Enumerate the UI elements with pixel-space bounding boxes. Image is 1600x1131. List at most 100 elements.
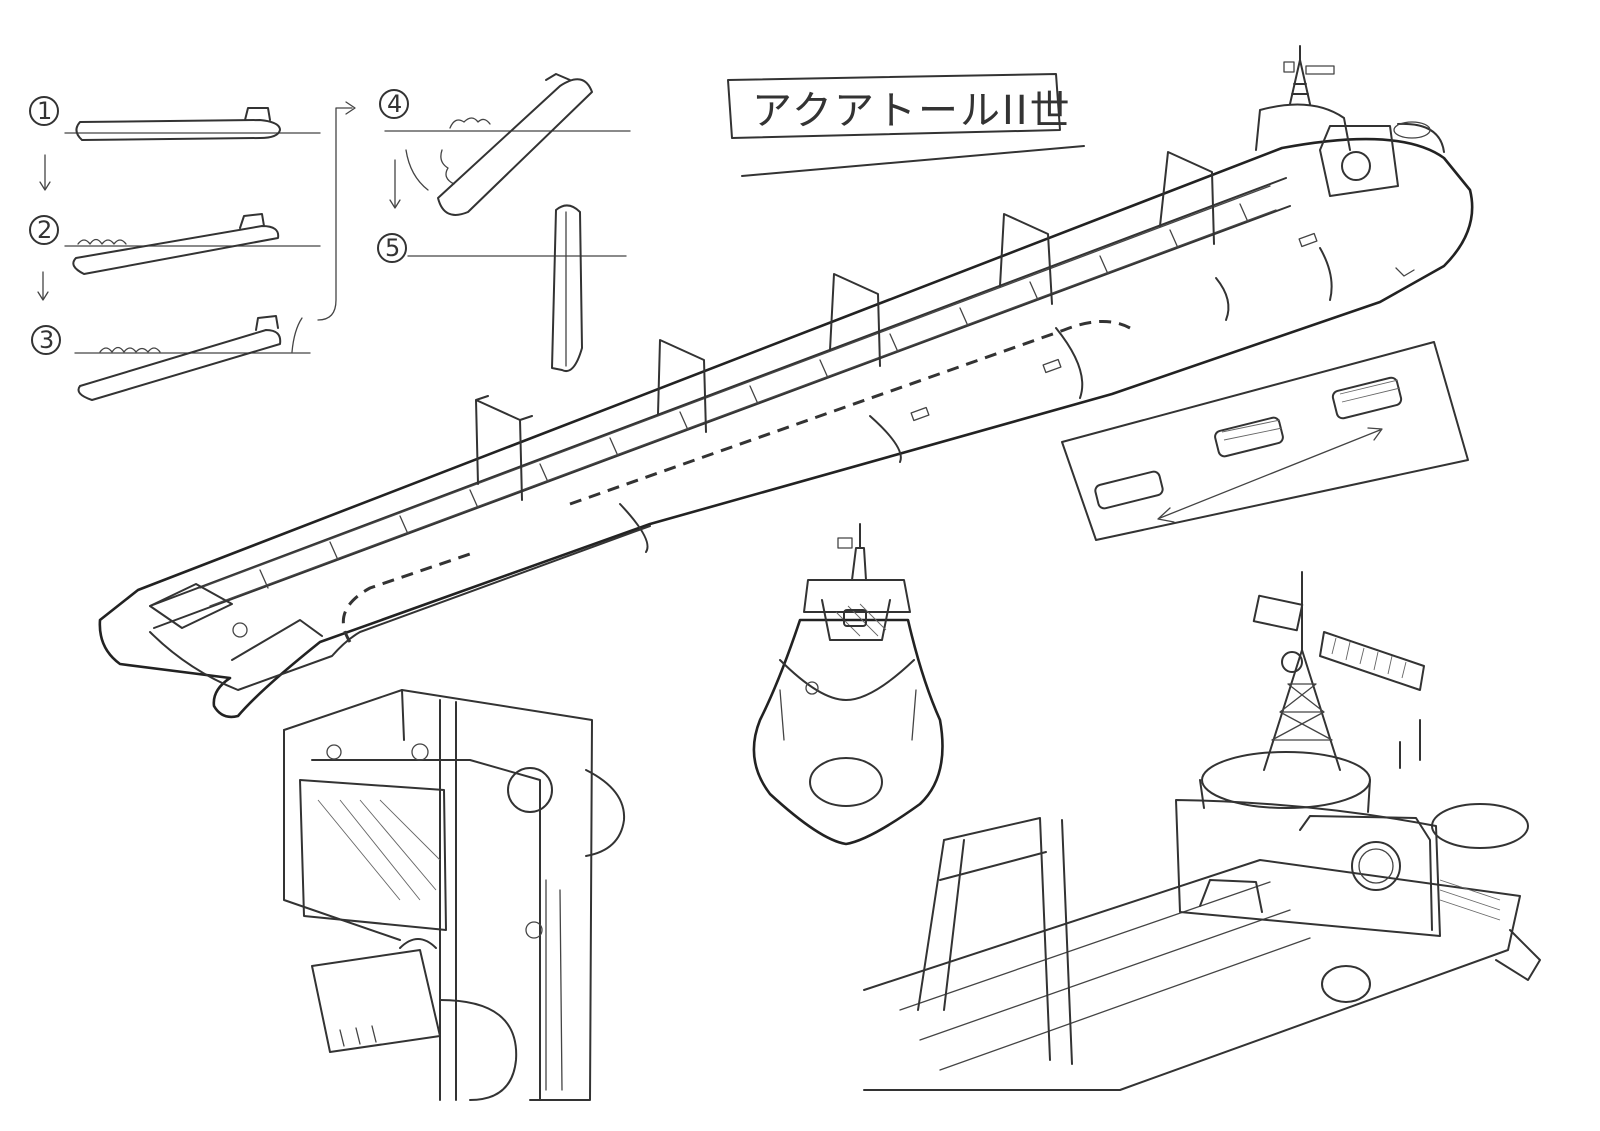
title-text: アクアトールII世 (752, 88, 1072, 134)
hatch-open-icon (1331, 376, 1403, 420)
hull-joint-5 (1319, 247, 1333, 301)
title-box: アクアトールII世 (727, 73, 1085, 177)
closeup-stern-fin (1495, 929, 1541, 981)
bow-front-sonar-dome (809, 757, 883, 807)
conning-tower-2 (239, 213, 265, 229)
step-4-circle (379, 89, 409, 119)
step-5-circle (377, 233, 407, 263)
porthole-icon (1341, 151, 1371, 181)
step-1-number: 1 (37, 97, 52, 125)
step-5: 5 (377, 204, 627, 372)
bow-hatch (149, 583, 233, 629)
conning-tower-3 (255, 315, 279, 331)
submarine-diving-icon (72, 225, 280, 275)
closeup-bridge-sides (1199, 779, 1371, 813)
section-porthole-icon (507, 767, 553, 813)
dashed-hatch-bow (341, 552, 471, 643)
bridge-upper (1255, 103, 1351, 151)
foam-2 (77, 238, 127, 245)
deck-edge-upper (149, 177, 1287, 607)
bow-front-view (752, 523, 944, 846)
hull-section-closeup (283, 689, 626, 1101)
step-2-circle (29, 215, 59, 245)
main-submarine-drawing (98, 45, 1474, 719)
step-3-number: 3 (39, 326, 54, 354)
section-outline-top (283, 689, 593, 1101)
conning-tower-4 (545, 73, 571, 81)
submarine-tilting-icon (437, 78, 593, 216)
bridge-superstructure (1255, 103, 1445, 197)
bow-front-mast-box (837, 537, 853, 549)
bow-front-hull-joint (779, 659, 915, 701)
closeup-lifeboat (1321, 965, 1371, 1003)
deck-panels (259, 203, 1249, 589)
hatch-closed-icon (1094, 470, 1164, 510)
step-5-number: 5 (385, 234, 400, 262)
sequence-panel: 1 2 3 (29, 73, 631, 401)
hull-lower-bow (149, 525, 651, 691)
section-deck-fitting-2 (326, 744, 342, 760)
submarine-vertical-icon (551, 204, 583, 372)
section-inner-deck (311, 759, 541, 1101)
radar-mast-icon (1283, 45, 1335, 105)
foam-3 (99, 346, 161, 353)
step-3-circle (31, 325, 61, 355)
section-valve-icon (525, 921, 543, 939)
arrow-curve-4 (405, 149, 429, 191)
down-arrow-icon (389, 159, 401, 209)
submarine-surfaced-icon (75, 119, 281, 141)
closeup-bridge-top (1201, 751, 1371, 809)
closeup-bridge-front (1299, 815, 1433, 931)
closeup-bridge-wing (1431, 803, 1529, 849)
bow-front-anchor-icon (805, 681, 819, 695)
closeup-antennas (1399, 719, 1421, 769)
bow-front-hull (752, 618, 944, 846)
closeup-deck-lines (899, 881, 1311, 1071)
deck-edge-lower (153, 205, 1291, 629)
bow-anchor-icon (232, 622, 248, 638)
hatch-shading (1221, 379, 1401, 441)
step-2: 2 (29, 213, 321, 275)
hatch-motion-inset (1061, 341, 1469, 541)
hull-joint-3 (1055, 327, 1084, 399)
closeup-porthole-inner (1358, 848, 1394, 884)
down-arrow-icon (37, 271, 49, 301)
hull-joint-4 (1215, 277, 1230, 321)
splash-4 (440, 117, 491, 185)
closeup-deck (863, 859, 1521, 1091)
inset-frame (1061, 341, 1469, 541)
bow-front-mast (851, 547, 867, 581)
closeup-window-shading (1439, 879, 1501, 921)
section-side-dome (585, 769, 626, 857)
step-1: 1 (29, 96, 321, 141)
title-frame (727, 73, 1061, 139)
section-deck-fitting-1 (411, 743, 429, 761)
section-window-panel (299, 779, 447, 931)
hull-window-3 (1298, 232, 1318, 248)
hull-window-1 (910, 406, 930, 422)
bridge-dome (1393, 121, 1431, 139)
section-ladder-rails (545, 879, 563, 1091)
deck-rails (199, 185, 1277, 607)
step-4-number: 4 (387, 90, 402, 118)
closeup-a-frame (917, 817, 1073, 1065)
bubble-trail-3 (291, 317, 303, 353)
stern-propeller-icon (1395, 267, 1415, 277)
hull-joint-2 (869, 415, 902, 463)
bow-front-side-lines (779, 689, 917, 741)
section-hatch-box (311, 949, 441, 1053)
step-3: 3 (31, 315, 311, 401)
down-arrow-icon (39, 154, 51, 191)
title-underline (741, 145, 1085, 177)
hull-keel-line (231, 619, 323, 661)
step-1-circle (29, 96, 59, 126)
closeup-porthole-icon (1351, 841, 1401, 891)
submarine-submerged-icon (77, 329, 282, 401)
bridge-block (1319, 125, 1399, 197)
bow-front-deck (803, 579, 911, 613)
closeup-a-frame-beam (939, 851, 1047, 881)
step-2-number: 2 (37, 216, 52, 244)
step-4: 4 (379, 73, 631, 216)
curved-arrow-icon (317, 101, 356, 321)
